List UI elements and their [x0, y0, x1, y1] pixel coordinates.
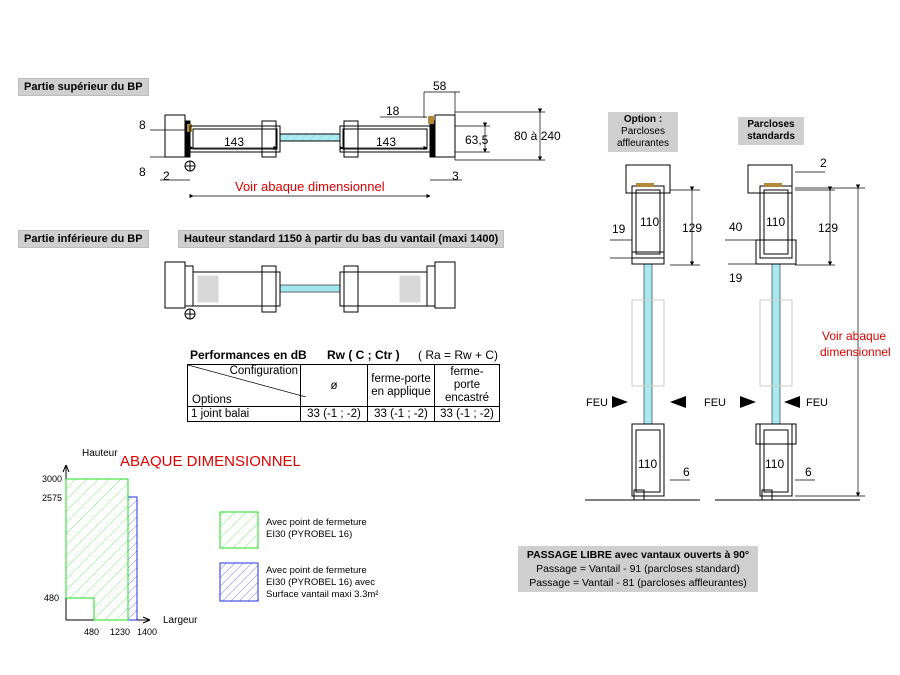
dim-58: 58: [433, 79, 447, 93]
right-seal: [764, 183, 782, 187]
passage-line-1: Passage = Vantail - 91 (parcloses standa…: [536, 563, 740, 575]
right-dim-110-top: 110: [766, 215, 785, 229]
top-section-label: Partie supérieur du BP: [18, 78, 149, 96]
dim-2: 2: [163, 169, 170, 183]
dim-8a: 8: [139, 118, 146, 132]
height-note-label: Hauteur standard 1150 à partir du bas du…: [178, 230, 505, 248]
perf-title-2: Rw ( C ; Ctr ): [327, 348, 400, 362]
option-label-3: affleurantes: [616, 138, 670, 149]
dim-8b: 8: [139, 165, 146, 179]
feu-arrow-left-b: [670, 396, 686, 408]
dim-143a: 143: [224, 135, 244, 149]
legend-green-line2: EI30 (PYROBEL 16): [266, 529, 352, 540]
perf-col-none: ø: [300, 364, 368, 407]
perf-col-applique: ferme-porte en applique: [367, 364, 435, 407]
option-label-2: Parcloses: [621, 126, 665, 137]
perf-header-config: Configuration: [229, 365, 298, 377]
dim-80-240: 80 à 240: [514, 129, 561, 143]
legend-blue-line3: Surface vantail maxi 3.3m²: [266, 589, 378, 600]
left-dim-19: 19: [612, 222, 626, 236]
feu-arrow-right-b: [784, 396, 800, 408]
perf-row-option: 1 joint balai: [187, 406, 301, 422]
right-dim-129: 129: [818, 221, 838, 235]
perf-cell-1: 33 (-1 ; -2): [300, 406, 368, 422]
performance-table: Configuration Options ø ferme-porte en a…: [187, 364, 500, 422]
right-dim-110-bot: 110: [765, 457, 784, 471]
abaque-ylabel: Hauteur: [82, 448, 118, 459]
feu-arrow-right-a: [740, 396, 756, 408]
ytick-480: 480: [44, 593, 59, 603]
left-dim-129: 129: [682, 221, 702, 235]
option-label-1: Option :: [623, 114, 663, 125]
left-dim-110-bot: 110: [638, 457, 657, 471]
legend-green-swatch: [219, 511, 259, 549]
legend-blue-line1: Avec point de fermeture: [266, 565, 367, 576]
feu-label-2: FEU: [704, 397, 726, 409]
top-dimension-lines: [150, 91, 545, 199]
perf-header-corner: Configuration Options: [187, 364, 306, 407]
xtick-1230: 1230: [110, 627, 130, 637]
section-abaque-note-2: dimensionnel: [820, 345, 891, 359]
left-dim-110-top: 110: [640, 215, 659, 229]
perf-header-options: Options: [192, 394, 232, 406]
perf-col-encastre: ferme-porte encastré: [434, 364, 500, 407]
dim-18: 18: [386, 104, 400, 118]
standard-label-2: standards: [747, 131, 795, 142]
left-dim-6: 6: [683, 465, 690, 479]
top-plan-view: [164, 114, 456, 172]
bottom-section-label: Partie inférieure du BP: [18, 230, 149, 248]
legend-blue-line2: EI30 (PYROBEL 16) avec: [266, 577, 375, 588]
passage-box: PASSAGE LIBRE avec vantaux ouverts à 90°…: [518, 546, 758, 592]
right-dim-6: 6: [805, 465, 812, 479]
xtick-1400: 1400: [137, 627, 157, 637]
option-label-box: Option : Parcloses affleurantes: [608, 112, 678, 152]
abaque-title: ABAQUE DIMENSIONNEL: [120, 453, 301, 470]
bottom-plan-view: [164, 261, 456, 320]
dim-63: 63,5: [465, 133, 489, 147]
dim-3: 3: [452, 169, 459, 183]
section-abaque-note-1: Voir abaque: [822, 329, 886, 343]
ytick-3000: 3000: [42, 474, 62, 484]
xtick-480: 480: [84, 627, 99, 637]
legend-green-line1: Avec point de fermeture: [266, 517, 367, 528]
right-dim-2: 2: [820, 156, 827, 170]
perf-cell-2: 33 (-1 ; -2): [367, 406, 435, 422]
abaque-area-green: [65, 478, 129, 621]
standard-label-1: Parcloses: [747, 119, 795, 130]
feu-label-1: FEU: [586, 397, 608, 409]
passage-line-2: Passage = Vantail - 81 (parcloses affleu…: [529, 577, 747, 589]
perf-title-3: ( Ra = Rw + C): [418, 348, 499, 362]
perf-title-1: Performances en dB: [190, 348, 307, 362]
standard-label-box: Parcloses standards: [738, 117, 804, 145]
right-dim-19: 19: [729, 271, 743, 285]
perf-cell-3: 33 (-1 ; -2): [434, 406, 500, 422]
top-abaque-note: Voir abaque dimensionnel: [235, 179, 385, 194]
legend-blue-swatch: [219, 562, 259, 602]
passage-title: PASSAGE LIBRE avec vantaux ouverts à 90°: [526, 549, 750, 561]
left-seal: [636, 183, 654, 187]
right-dim-40: 40: [729, 220, 743, 234]
ytick-2575: 2575: [42, 493, 62, 503]
feu-label-3: FEU: [806, 397, 828, 409]
section-dimension-lines: [610, 171, 865, 497]
abaque-area-blue: [127, 496, 138, 621]
feu-arrow-left-a: [612, 396, 628, 408]
dim-143b: 143: [376, 135, 396, 149]
abaque-xlabel: Largeur: [163, 615, 198, 626]
